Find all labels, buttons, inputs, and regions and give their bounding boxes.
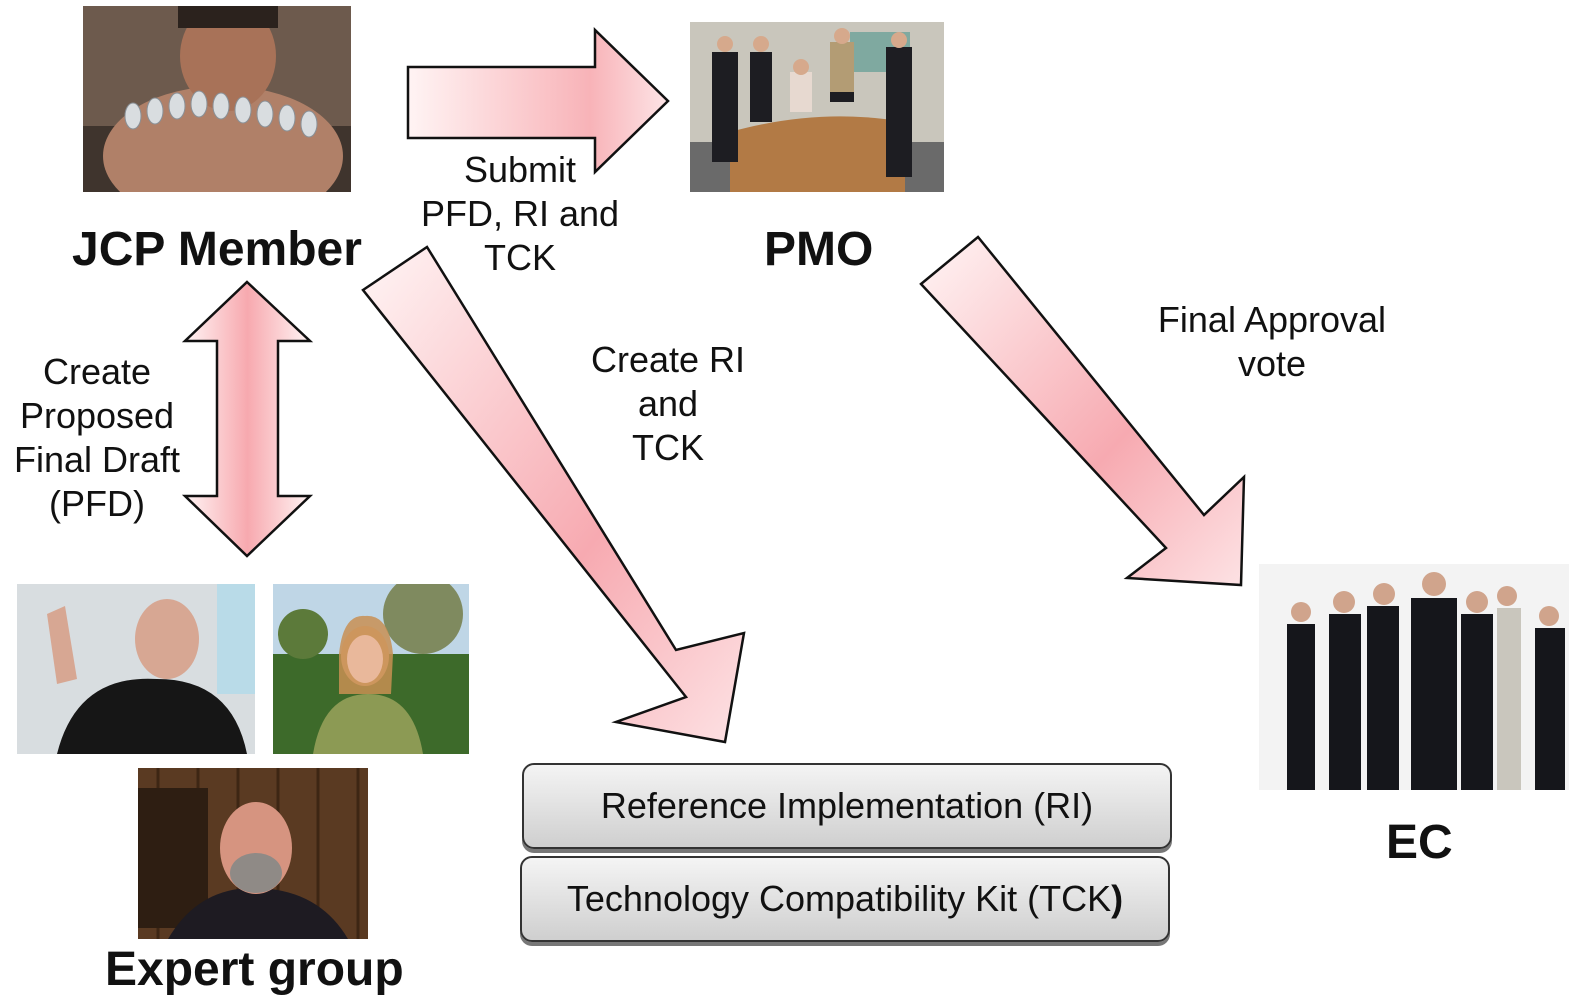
create-ri-tck-step-label: Create RI and TCK	[590, 339, 746, 468]
submit-arrow	[406, 27, 670, 175]
expert-photo-2	[273, 584, 469, 754]
expert-photo-1	[17, 584, 255, 754]
ec-label: EC	[1386, 816, 1453, 869]
final-approval-arrow	[919, 235, 1246, 587]
create-ri-tck-arrow	[361, 245, 746, 744]
tck-box: Technology Compatibility Kit (TCK)	[520, 856, 1170, 942]
reference-implementation-box: Reference Implementation (RI)	[522, 763, 1172, 849]
expert-group-label: Expert group	[105, 943, 404, 996]
jcp-member-label: JCP Member	[72, 223, 362, 276]
submit-step-label: Submit PFD, RI and TCK	[420, 149, 620, 278]
reference-implementation-label: Reference Implementation (RI)	[600, 785, 1094, 826]
final-approval-step-label: Final Approval vote	[1157, 299, 1387, 384]
create-pfd-double-arrow	[181, 280, 314, 558]
pmo-label: PMO	[764, 223, 874, 276]
jcp-member-photo	[83, 6, 351, 192]
ec-photo	[1259, 564, 1569, 790]
tck-label: Technology Compatibility Kit (TCK)	[566, 878, 1124, 919]
create-pfd-step-label: Create Proposed Final Draft (PFD)	[13, 351, 181, 524]
pmo-photo	[690, 22, 944, 192]
expert-photo-3	[138, 768, 368, 939]
